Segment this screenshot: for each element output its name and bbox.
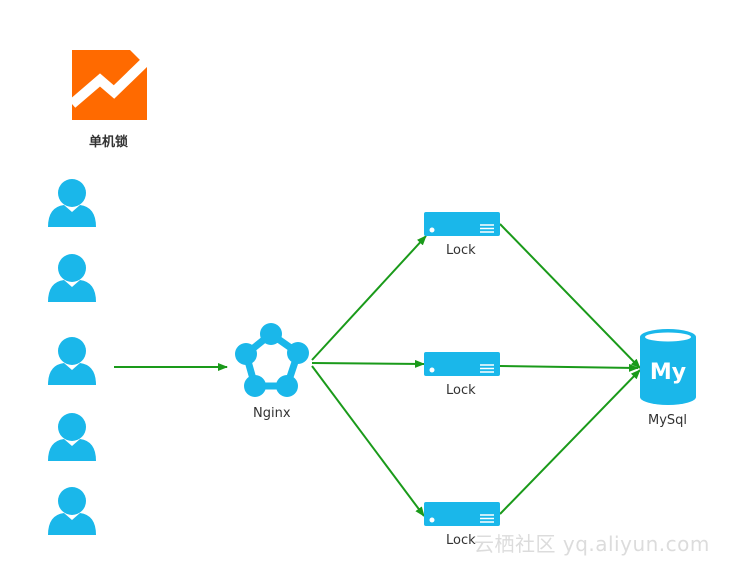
- arrow-lock-3-to-mysql: [499, 369, 641, 515]
- nginx-label: Nginx: [253, 406, 291, 421]
- arrow-lock-2-to-mysql: [499, 363, 639, 372]
- user-icon: [48, 179, 96, 227]
- server-icon: [424, 212, 500, 236]
- user-icon: [48, 337, 96, 385]
- user-icon: [48, 254, 96, 302]
- mysql-label: MySql: [648, 413, 688, 428]
- user-icon: [48, 487, 96, 535]
- arrow-nginx-to-lock-3: [311, 365, 425, 517]
- arrow-nginx-to-lock-1: [311, 235, 427, 361]
- watermark: 云栖社区 yq.aliyun.com: [474, 532, 710, 556]
- server-icon: [424, 352, 500, 376]
- network-nodes-icon: [235, 323, 309, 397]
- arrow-nginx-to-lock-2: [311, 359, 425, 368]
- lock-label-1: Lock: [446, 243, 476, 258]
- database-icon: My: [640, 329, 696, 405]
- database-logo-text: My: [650, 360, 686, 385]
- lock-label-3: Lock: [446, 533, 476, 548]
- lock-label-2: Lock: [446, 383, 476, 398]
- page-title: 单机锁: [89, 135, 129, 150]
- user-icon: [48, 413, 96, 461]
- rising-chart-icon: [68, 46, 151, 120]
- arrow-lock-1-to-mysql: [499, 223, 641, 369]
- server-icon: [424, 502, 500, 526]
